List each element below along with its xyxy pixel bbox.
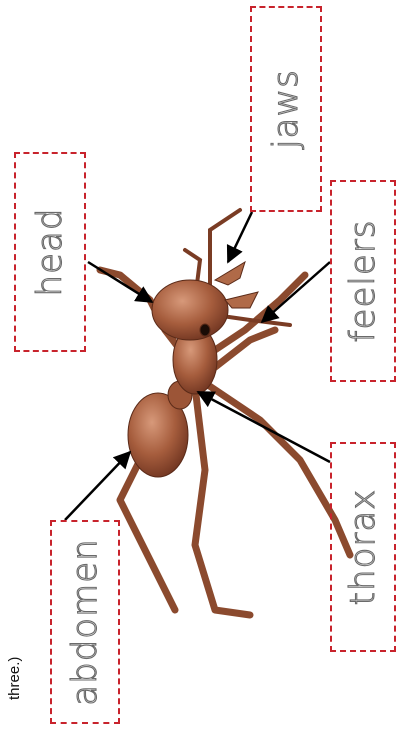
- label-box-head: head: [14, 152, 86, 352]
- label-box-jaws: jaws: [250, 6, 322, 212]
- label-box-abdomen: abdomen: [50, 520, 120, 724]
- arrow-head: [88, 262, 152, 302]
- label-head: head: [30, 208, 70, 297]
- ant-head: [152, 280, 228, 340]
- arrow-abdomen: [65, 452, 130, 520]
- arrow-jaws: [228, 212, 252, 262]
- ant-illustration: [100, 210, 350, 615]
- label-thorax: thorax: [343, 489, 383, 606]
- arrow-thorax: [198, 392, 330, 462]
- ant-eye: [200, 324, 210, 336]
- cut-off-text: three.): [6, 657, 23, 700]
- label-box-thorax: thorax: [330, 442, 396, 652]
- arrow-feelers: [262, 262, 330, 322]
- label-jaws: jaws: [266, 69, 306, 149]
- label-feelers: feelers: [343, 220, 383, 343]
- label-abdomen: abdomen: [65, 538, 105, 705]
- label-box-feelers: feelers: [330, 180, 396, 382]
